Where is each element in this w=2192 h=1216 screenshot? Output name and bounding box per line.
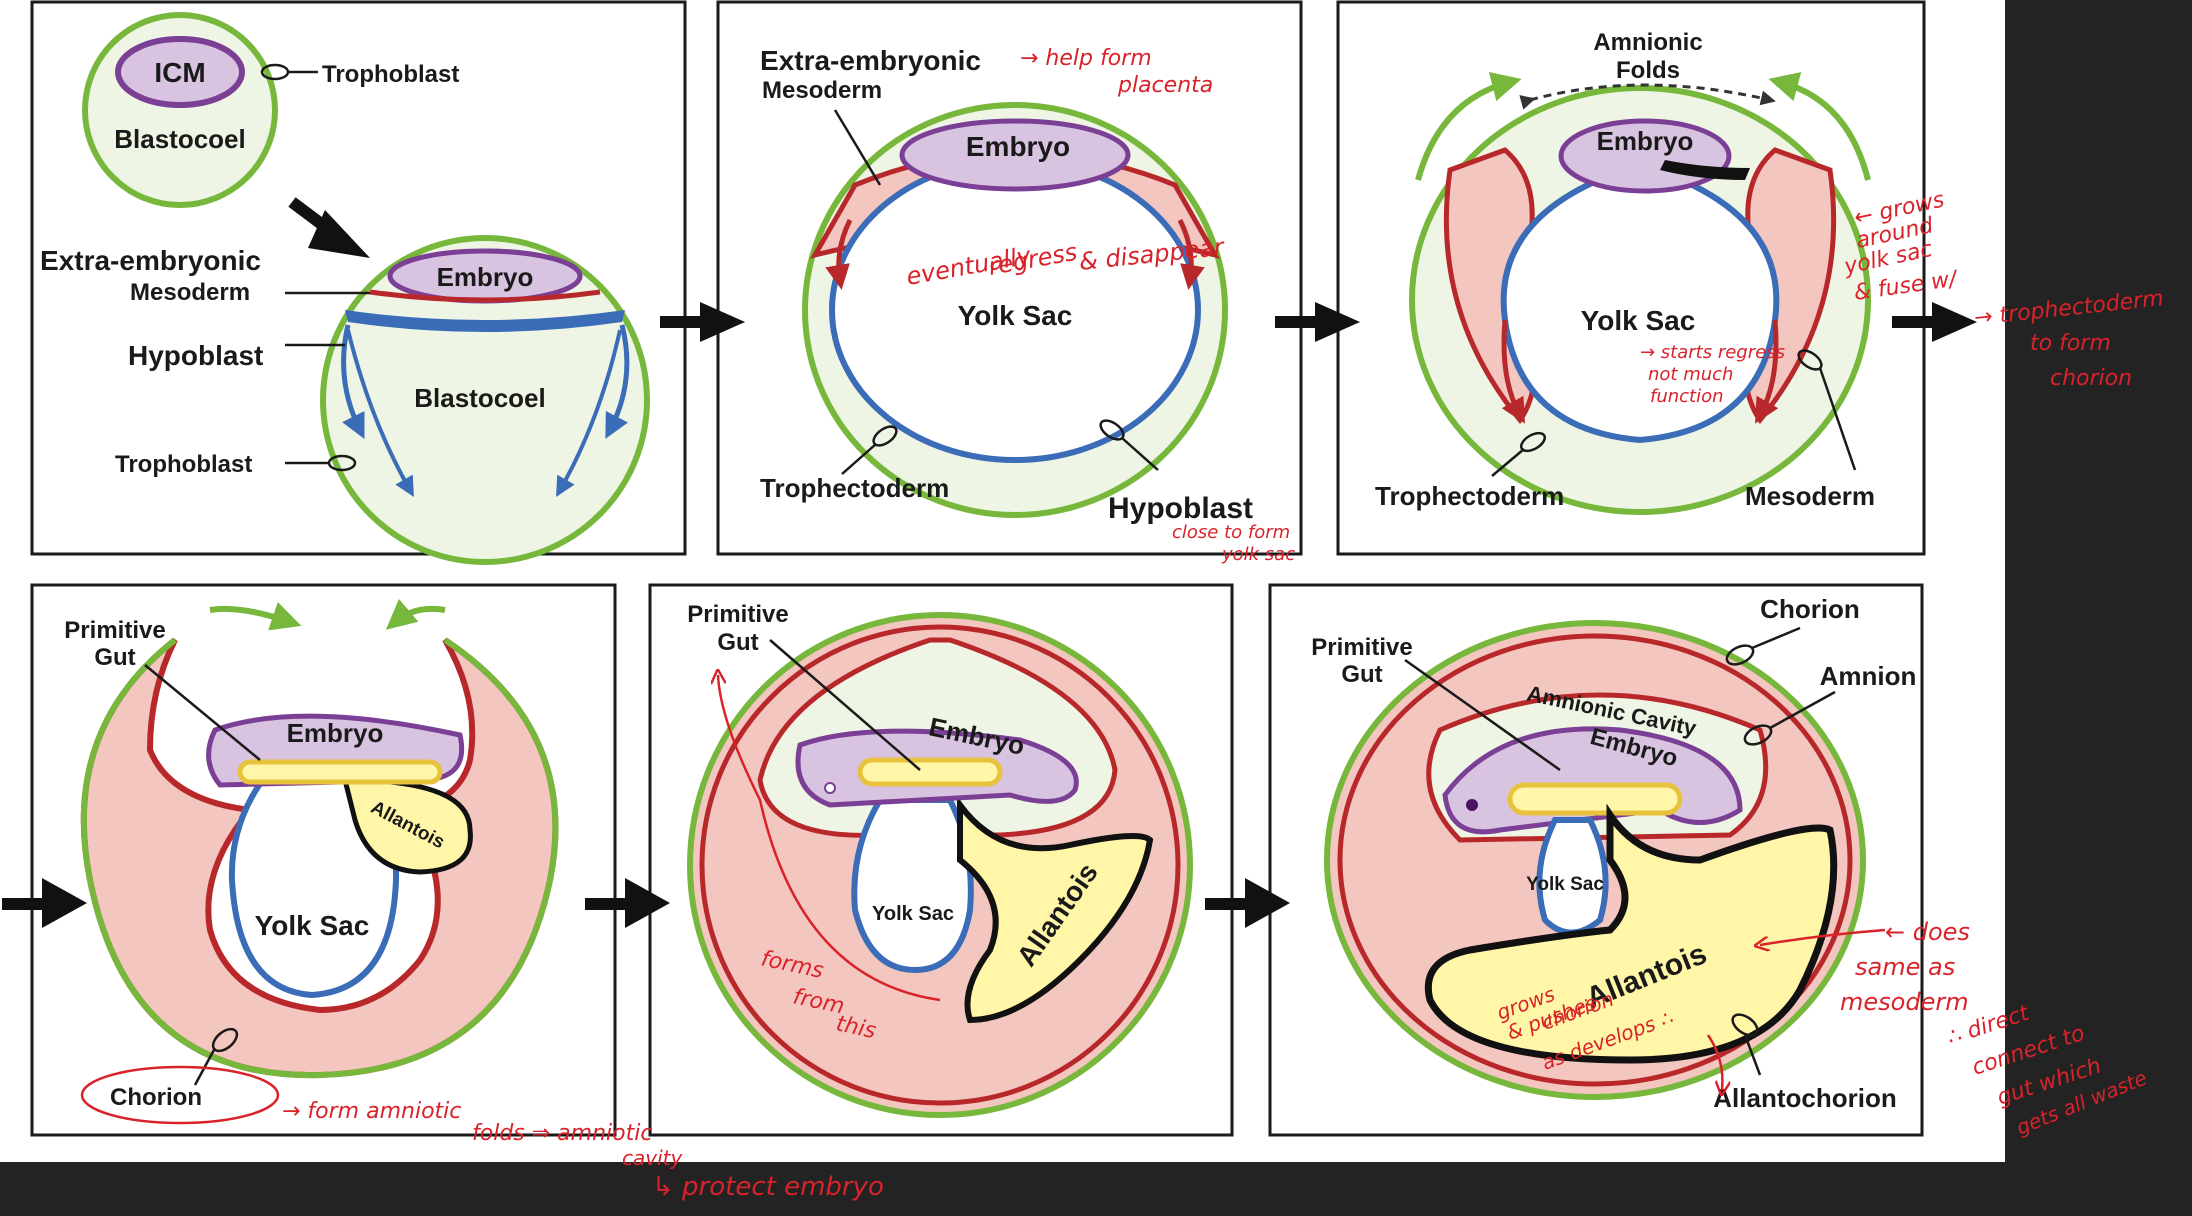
note-chorion: chorion (2050, 366, 2132, 391)
note-yolk-sac: yolk sac (1221, 544, 1295, 565)
label-mesoderm-2: Mesoderm (762, 77, 882, 104)
note-starts-regress: → starts regress (1640, 342, 1785, 363)
label-gut-5: Gut (717, 629, 758, 656)
label-embryo-1: Embryo (437, 262, 534, 292)
label-icm: ICM (154, 57, 205, 88)
label-yolk-sac-3: Yolk Sac (1581, 305, 1696, 336)
label-chorion-6: Chorion (1760, 594, 1860, 624)
label-yolk-sac-4: Yolk Sac (255, 910, 370, 941)
note-form-amniotic: → form amniotic (282, 1099, 461, 1124)
label-trophectoderm-3: Trophectoderm (1375, 481, 1564, 511)
label-trophoblast-2: Trophoblast (115, 451, 252, 478)
note-does: ← does (1885, 918, 1970, 946)
note-function: function (1650, 386, 1724, 407)
note-placenta: placenta (1117, 73, 1213, 98)
note-help-form: → help form (1020, 46, 1152, 71)
label-primitive-6: Primitive (1311, 634, 1412, 661)
label-extra-embryonic-1: Extra-embryonic (40, 245, 261, 276)
note-mesoderm: mesoderm (1840, 988, 1969, 1016)
label-blastocoel-2: Blastocoel (414, 383, 546, 413)
label-hypoblast-2: Hypoblast (1108, 492, 1253, 525)
label-gut-6: Gut (1341, 661, 1382, 688)
label-yolk-sac-5: Yolk Sac (872, 903, 954, 925)
label-embryo-2: Embryo (966, 131, 1070, 162)
panel-5 (687, 612, 1193, 1118)
note-to-form: to form (2030, 331, 2111, 356)
label-embryo-3: Embryo (1597, 126, 1694, 156)
label-yolk-sac-6a: Yolk Sac (1526, 874, 1604, 895)
printed-labels: ICM Trophoblast Blastocoel Extra-embryon… (40, 29, 1916, 1113)
chorion-circle-mark (80, 1065, 280, 1125)
note-close-to-form: close to form (1172, 522, 1290, 543)
label-blastocoel-1: Blastocoel (114, 124, 246, 154)
label-amnionic: Amnionic (1593, 29, 1702, 56)
label-trophectoderm-2: Trophectoderm (760, 473, 949, 503)
label-embryo-4: Embryo (287, 718, 384, 748)
panel-6 (1324, 620, 1866, 1100)
panel-4 (80, 598, 559, 1086)
label-yolk-sac-2: Yolk Sac (958, 300, 1073, 331)
label-hypoblast-1: Hypoblast (128, 340, 263, 371)
label-primitive-4: Primitive (64, 617, 165, 644)
note-same-as: same as (1855, 953, 1955, 981)
does-arrow (1760, 928, 1886, 945)
develops-arrow (1706, 1034, 1722, 1090)
label-chorion-4: Chorion (110, 1084, 202, 1111)
label-primitive-5: Primitive (687, 601, 788, 628)
note-protect: ↳ protect embryo (652, 1172, 884, 1202)
label-mesoderm-1: Mesoderm (130, 279, 250, 306)
note-folds-arrow: folds ⇒ amniotic (472, 1121, 652, 1146)
label-mesoderm-3: Mesoderm (1745, 481, 1875, 511)
label-gut-4: Gut (94, 644, 135, 671)
note-cavity: cavity (622, 1146, 683, 1170)
label-allantochorion: Allantochorion (1713, 1083, 1896, 1113)
note-not-much: not much (1648, 364, 1733, 385)
label-amnion-6: Amnion (1820, 661, 1917, 691)
panel-2 (802, 102, 1228, 518)
label-folds: Folds (1616, 57, 1680, 84)
panel-3 (1409, 71, 1871, 515)
label-trophoblast-1: Trophoblast (322, 61, 459, 88)
forms-from-arrow (718, 675, 941, 1002)
label-extra-embryonic-2: Extra-embryonic (760, 45, 981, 76)
panel-1 (82, 12, 650, 565)
stage-arrows (2, 197, 1977, 928)
